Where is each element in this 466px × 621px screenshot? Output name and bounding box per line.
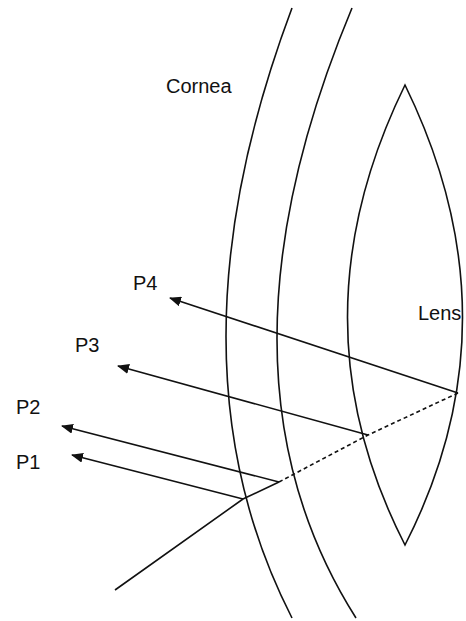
purkinje-label: P1: [16, 452, 40, 472]
purkinje-label: P4: [133, 273, 157, 293]
lens-label: Lens: [418, 303, 461, 323]
cornea-label: Cornea: [166, 76, 232, 96]
internal-ray: [279, 393, 458, 482]
cornea-outer: [226, 8, 292, 618]
cornea-inner: [277, 8, 356, 618]
reflection-p2: [62, 426, 279, 482]
reflection-p3: [118, 366, 368, 435]
reflection-p1: [72, 455, 243, 499]
reflection-p4: [170, 298, 458, 393]
lens-outline: [348, 85, 463, 545]
purkinje-label: P3: [75, 335, 99, 355]
purkinje-label: P2: [16, 397, 40, 417]
incident-ray: [115, 482, 279, 590]
